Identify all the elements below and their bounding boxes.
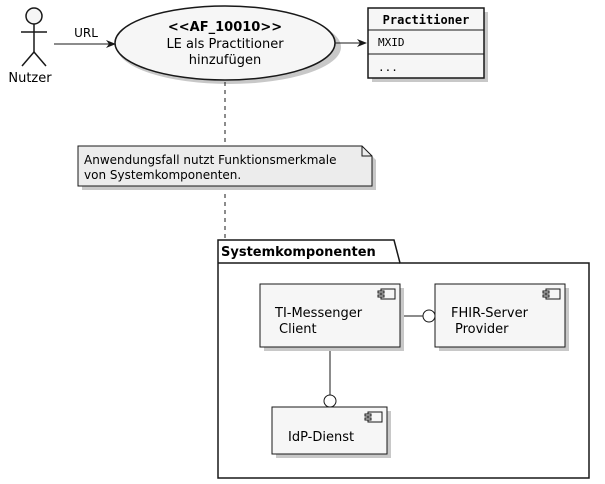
edge-url[interactable]: URL — [54, 26, 116, 48]
entity-title: Practitioner — [383, 13, 470, 27]
fhir-label-line1: FHIR-Server — [451, 306, 529, 321]
component-icon — [542, 288, 561, 300]
messenger-label-line1: TI-Messenger — [274, 306, 363, 321]
usecase-title-line2: hinzufügen — [189, 53, 261, 68]
actor-label: Nutzer — [8, 71, 52, 86]
usecase-title-line1: LE als Practitioner — [166, 37, 284, 52]
entity-practitioner[interactable]: Practitioner MXID ... — [367, 7, 488, 82]
component-idp-dienst[interactable]: IdP-Dienst — [271, 406, 391, 458]
component-icon — [364, 411, 383, 423]
package-title: Systemkomponenten — [221, 245, 376, 260]
component-icon — [377, 288, 396, 300]
note-anwendungsfall[interactable]: Anwendungsfall nutzt Funktionsmerkmale v… — [77, 145, 376, 190]
actor-nutzer[interactable]: Nutzer — [8, 7, 52, 86]
component-fhir-server-provider[interactable]: FHIR-Server Provider — [434, 283, 569, 351]
idp-interface-socket — [323, 394, 337, 408]
usecase-stereotype: <<AF_10010>> — [168, 20, 282, 35]
usecase-af-10010[interactable]: <<AF_10010>> LE als Practitioner hinzufü… — [114, 5, 341, 84]
fhir-interface-socket — [422, 309, 436, 323]
entity-field-mxid: MXID — [378, 36, 405, 49]
entity-more: ... — [378, 61, 398, 74]
fhir-label-line2: Provider — [455, 322, 509, 337]
edge-url-label: URL — [74, 26, 98, 40]
note-line1: Anwendungsfall nutzt Funktionsmerkmale — [84, 153, 336, 167]
idp-label: IdP-Dienst — [288, 430, 354, 445]
note-line2: von Systemkomponenten. — [84, 168, 241, 182]
messenger-label-line2: Client — [279, 322, 317, 337]
component-ti-messenger-client[interactable]: TI-Messenger Client — [259, 283, 404, 351]
